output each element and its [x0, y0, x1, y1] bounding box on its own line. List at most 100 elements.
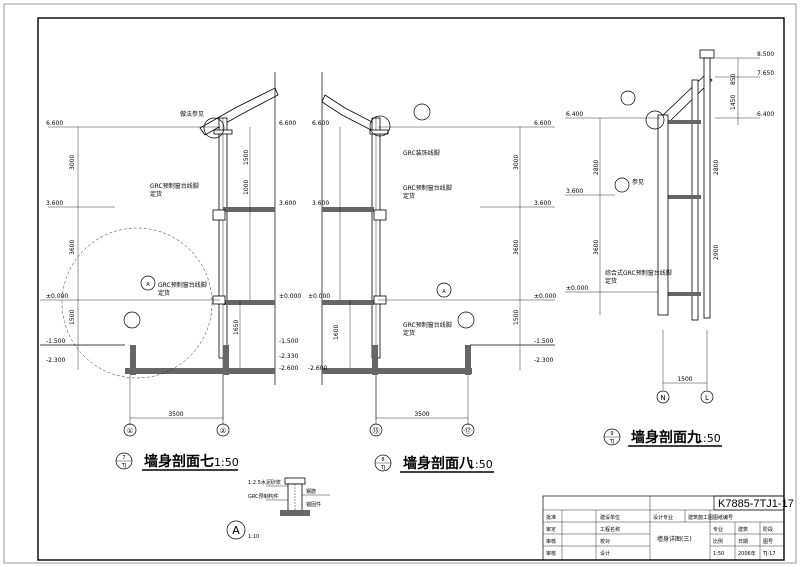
s7-relev-4: -1.500 — [279, 338, 299, 345]
tb-drawing-name: 墙身详图(三) — [657, 535, 692, 543]
s8-dim-2: 3600 — [513, 240, 520, 255]
s9-span-label: 1500 — [677, 376, 692, 383]
tb-val-3: TJ-17 — [762, 551, 776, 557]
tb-val-1: 1:50 — [713, 551, 724, 557]
s7-detail-a-small — [123, 311, 141, 329]
s9-dim-4: 3600 — [593, 240, 600, 255]
s8-dim-1: 3000 — [513, 155, 520, 170]
s7-slab-3600 — [223, 207, 275, 212]
s9-roof-callout — [645, 110, 665, 130]
s8-detail-a-small — [457, 311, 475, 329]
s7-span-label: 3500 — [168, 411, 183, 418]
s7-elev-2: 3.600 — [46, 200, 63, 207]
s9-slab-zero — [665, 292, 701, 296]
drawing-code: K7885-7TJ1-17 — [718, 498, 794, 510]
s8-detail-a-label: A — [442, 289, 446, 295]
s9-window-column — [657, 114, 669, 316]
s8-axis-bubble-left — [369, 423, 383, 437]
s7-roof — [199, 87, 279, 136]
tb-label-7: 校对 — [600, 538, 610, 545]
s7-relev-6: -2.600 — [279, 365, 299, 372]
s8-relev-5: -2.300 — [534, 357, 554, 364]
s9-callout-mid — [614, 177, 630, 193]
s9-inner-wall — [691, 79, 699, 321]
s8-foundation-slab — [322, 368, 472, 374]
outer-frame — [3, 3, 797, 564]
s7-dim-5: 1000 — [243, 180, 250, 195]
tb-val-2: 2006年 — [738, 550, 756, 557]
title-block: K7885-7TJ1-17 批准 审定 审核 审核 建设单位 工程名称 校对 设… — [542, 495, 794, 561]
s9-axis-left: N — [660, 394, 665, 402]
s8-elev-1: 6.600 — [312, 120, 329, 127]
s7-detail-circle — [61, 227, 213, 379]
s8-note-3b: 定货 — [403, 329, 415, 337]
s7-scale: 1:50 — [214, 456, 239, 469]
s7-note-1b: 定货 — [150, 190, 162, 198]
s8-scale: 1:50 — [468, 458, 493, 471]
s8-title: 墙身剖面八 — [403, 455, 474, 472]
tb-lbl-1: 比例 — [713, 538, 723, 545]
s9-callout-top — [620, 90, 636, 106]
detail-a-label: A — [232, 524, 240, 537]
s9-elev-6: ±0.000 — [566, 285, 588, 292]
detail-a-note-1: 1:2.5水泥砂浆 — [248, 479, 281, 486]
s9-elev-3: 6.400 — [757, 111, 774, 118]
s7-axis-left: ① — [127, 427, 133, 435]
s8-elev-3: ±0.000 — [308, 293, 330, 300]
s8-slab-0 — [322, 300, 374, 305]
s8-right-footing — [465, 345, 471, 375]
s7-axis-right: ② — [220, 427, 226, 435]
s8-elev-4: -2.600 — [308, 365, 328, 372]
tb-label-4: 审核 — [546, 550, 556, 557]
s7-left-footing — [130, 345, 136, 375]
s7-elev-3: ±0.000 — [46, 293, 68, 300]
s8-cornice — [369, 129, 389, 135]
s7-dim-1: 3000 — [69, 155, 76, 170]
s8-elev-2: 3.600 — [312, 200, 329, 207]
s7-elev-4: -1.500 — [46, 338, 66, 345]
s8-slab-3600 — [322, 207, 374, 212]
detail-a: 1:2.5水泥砂浆 GRC预制构件 钢筋 锚固件 A 1:10 — [226, 477, 330, 540]
s8-title-num: 8 — [381, 457, 384, 463]
s8-title-sheet: TJ — [380, 465, 386, 471]
s7-foundation-slab — [125, 368, 275, 374]
s9-note-2: 综合式GRC预制窗台线脚 — [605, 269, 672, 277]
s9-elev-4: 6.400 — [566, 111, 583, 118]
s7-slab-0 — [223, 300, 275, 305]
s7-note-2: GRC预制窗台线脚 — [158, 281, 207, 289]
tb-header-2: 建筑施工图 — [688, 514, 713, 521]
s7-detail-a-callout — [140, 275, 156, 291]
title-block-frame — [542, 495, 785, 561]
s9-axis-bubble-left — [656, 390, 670, 404]
s9-title-sheet: TJ — [609, 439, 615, 445]
detail-a-cap — [284, 477, 306, 485]
s8-axis-left: ⑮ — [373, 427, 380, 435]
s7-note-1: GRC预制窗台线脚 — [150, 182, 199, 190]
tb-label-8: 设计 — [600, 550, 610, 557]
s7-relev-3: ±0.000 — [279, 293, 301, 300]
detail-a-bubble — [226, 520, 246, 540]
tb-label-2: 审定 — [546, 526, 556, 533]
s8-dim-3: 1500 — [513, 310, 520, 325]
s7-relev-1: 6.600 — [279, 120, 296, 127]
s8-note-1: GRC装饰线脚 — [403, 149, 440, 157]
s8-axis-right: ⑰ — [465, 427, 472, 435]
s9-title: 墙身剖面九 — [631, 429, 701, 446]
tb-label-5: 建设单位 — [600, 514, 620, 521]
s7-window-sill-1 — [212, 209, 226, 221]
s9-title-num: 9 — [610, 431, 613, 437]
s9-elev-5: 3.600 — [566, 188, 583, 195]
s8-relev-3: ±0.000 — [534, 293, 556, 300]
detail-a-note-3: 钢筋 — [306, 488, 316, 495]
s9-note-2b: 定货 — [605, 277, 617, 285]
detail-a-note-4: 锚固件 — [306, 501, 321, 508]
s8-relev-2: 3.600 — [534, 200, 551, 207]
tb-label-6: 工程名称 — [600, 526, 620, 533]
s7-relev-5: -2.330 — [279, 353, 299, 360]
s7-dim-6: 1650 — [233, 320, 240, 335]
tb-label-3: 审核 — [546, 538, 556, 545]
tb-header-3: 图纸编号 — [713, 514, 733, 521]
tb-extra-1: 专业 — [713, 526, 723, 533]
